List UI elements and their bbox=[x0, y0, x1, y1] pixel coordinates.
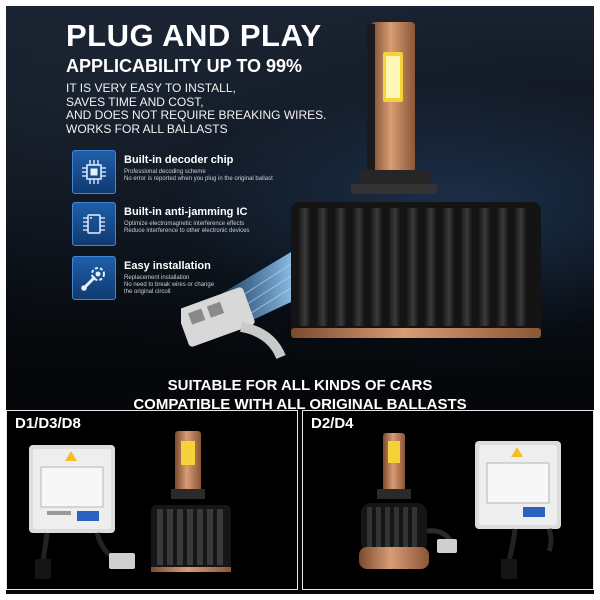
feature-desc-line: No error is reported when you plug in th… bbox=[124, 176, 273, 182]
feature-desc-line: Professional decoding scheme bbox=[124, 169, 206, 175]
led-bulb-illustration bbox=[181, 22, 541, 360]
chip-icon bbox=[72, 150, 116, 194]
panel-label: D2/D4 bbox=[311, 415, 354, 432]
compatibility-line: SUITABLE FOR ALL KINDS OF CARS bbox=[167, 377, 433, 394]
feature-desc: Optimize electromagnetic interference ef… bbox=[124, 221, 324, 235]
connector-plug bbox=[181, 287, 286, 360]
subheadline: APPLICABILITY UP TO 99% bbox=[66, 56, 303, 76]
feature-desc-line: No need to break wires or change bbox=[124, 282, 215, 288]
hero-section: PLUG AND PLAY APPLICABILITY UP TO 99% IT… bbox=[6, 6, 594, 374]
feature-title: Built-in anti-jamming IC bbox=[124, 206, 248, 218]
intro-line: WORKS FOR ALL BALLASTS bbox=[66, 121, 228, 136]
feature-desc: Professional decoding scheme No error is… bbox=[124, 169, 324, 183]
panel-label: D1/D3/D8 bbox=[15, 415, 81, 432]
feature-desc-line: Replacement installation bbox=[124, 275, 190, 281]
feature-desc-line: Optimize electromagnetic interference ef… bbox=[124, 221, 245, 227]
intro-line: IT IS VERY EASY TO INSTALL, bbox=[66, 81, 236, 95]
ic-icon bbox=[72, 202, 116, 246]
compatibility-heading: SUITABLE FOR ALL KINDS OF CARS COMPATIBL… bbox=[6, 376, 594, 414]
d1-kit-illustration bbox=[29, 431, 231, 579]
feature-title: Easy installation bbox=[124, 260, 211, 272]
intro-line: AND DOES NOT REQUIRE BREAKING WIRES. bbox=[66, 108, 327, 122]
product-banner: PLUG AND PLAY APPLICABILITY UP TO 99% IT… bbox=[6, 6, 594, 594]
feature-desc: Replacement installation No need to brea… bbox=[124, 275, 324, 296]
compatibility-line: COMPATIBLE WITH ALL ORIGINAL BALLASTS bbox=[133, 396, 467, 413]
panel-d2-d4: D2/D4 bbox=[302, 410, 594, 590]
feature-desc-line: Reduce interference to other electronic … bbox=[124, 228, 250, 234]
intro-text: IT IS VERY EASY TO INSTALL, SAVES TIME A… bbox=[66, 81, 327, 136]
panel-d1-d3-d8: D1/D3/D8 bbox=[6, 410, 298, 590]
feature-desc-line: the original circuit bbox=[124, 289, 171, 295]
intro-line: SAVES TIME AND COST, bbox=[66, 94, 204, 109]
headline: PLUG AND PLAY bbox=[66, 18, 322, 53]
d2-kit-illustration bbox=[359, 433, 561, 579]
feature-title: Built-in decoder chip bbox=[124, 154, 234, 166]
wrench-gear-icon bbox=[72, 256, 116, 300]
